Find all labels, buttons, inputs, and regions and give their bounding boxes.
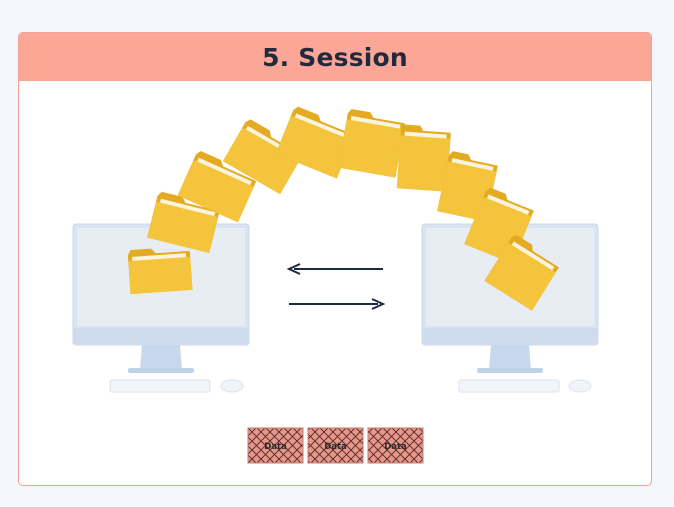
mouse-icon (568, 379, 592, 393)
keyboard-icon (109, 379, 211, 393)
left-computer-icon (72, 223, 250, 393)
page-title: 5. Session (262, 42, 408, 72)
data-packet-label: Data (384, 442, 407, 452)
folder-icon (177, 150, 257, 223)
data-packets: Data Data Data (247, 427, 424, 464)
data-packet: Data (247, 427, 304, 464)
folder-arc (127, 106, 559, 311)
data-packet-label: Data (264, 442, 287, 452)
mouse-icon (220, 379, 244, 393)
folder-icon (222, 119, 303, 195)
folder-icon (338, 108, 405, 178)
arrow-left-icon (286, 263, 383, 275)
folder-icon (147, 191, 220, 254)
data-packet: Data (307, 427, 364, 464)
arrow-right-icon (289, 298, 386, 310)
folder-icon (484, 235, 559, 311)
folder-icon (275, 106, 355, 179)
card-header: 5. Session (19, 33, 651, 81)
folder-icon (396, 124, 451, 192)
folder-icon (127, 248, 193, 295)
data-packet-label: Data (324, 442, 347, 452)
keyboard-icon (458, 379, 560, 393)
data-packet: Data (367, 427, 424, 464)
